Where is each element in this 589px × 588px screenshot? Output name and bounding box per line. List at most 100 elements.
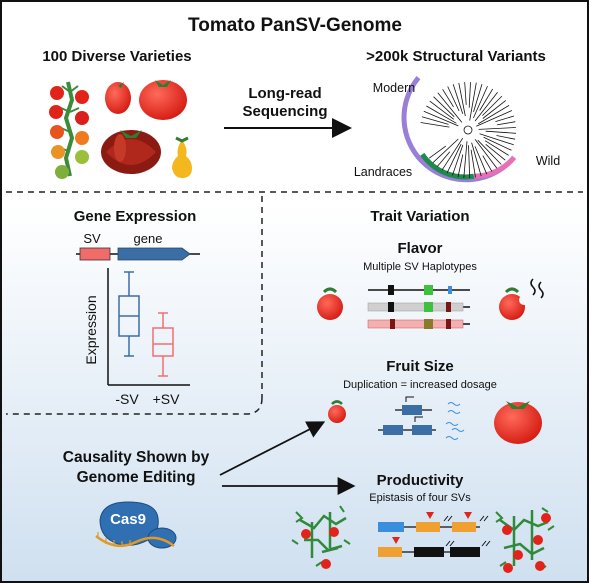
figure-title: Tomato PanSV-Genome xyxy=(188,15,402,36)
tree-root xyxy=(463,125,473,135)
tree-branch xyxy=(495,115,515,122)
flavor-tomato-right-icon xyxy=(499,278,544,320)
tree-branch xyxy=(452,144,464,176)
gene-arrow-block xyxy=(117,247,191,261)
tomato-varieties-illustration xyxy=(49,80,192,179)
tree-branch xyxy=(478,127,516,130)
tree-branch xyxy=(429,100,455,120)
box-plus-sv xyxy=(152,312,174,377)
tree-branch xyxy=(457,154,464,178)
arrow-to-fruit-size xyxy=(219,421,326,476)
gene-model xyxy=(76,247,200,261)
tree-branch xyxy=(485,143,506,161)
tree-branch xyxy=(482,155,493,172)
productivity-heading: Productivity xyxy=(377,472,464,489)
tree-branch xyxy=(432,138,459,163)
tree-branch xyxy=(477,139,502,165)
sv-label: SV xyxy=(83,231,101,246)
gene-expression-heading: Gene Expression xyxy=(74,208,197,225)
arrow-label-line2: Sequencing xyxy=(242,103,327,120)
tree-arc-landraces xyxy=(420,152,475,180)
tree-branch xyxy=(470,149,476,178)
tree-branch xyxy=(428,145,447,159)
tree-branch xyxy=(479,88,494,111)
x-category-plus-sv: +SV xyxy=(153,391,181,407)
causality-line2: Genome Editing xyxy=(77,469,196,486)
flavor-tomato-left-icon xyxy=(317,287,343,320)
beefsteak-tomato-icon xyxy=(101,130,161,174)
plant-right-icon xyxy=(495,507,555,573)
tree-branch xyxy=(468,145,471,179)
tree-branch xyxy=(468,82,471,108)
tree-branch xyxy=(474,91,498,122)
tree-branch xyxy=(433,96,455,117)
tree-branch xyxy=(442,89,454,108)
tree-branch xyxy=(452,84,464,114)
flavor-heading: Flavor xyxy=(397,240,442,257)
tree-branch xyxy=(441,137,464,171)
tree-branch xyxy=(437,92,463,123)
cas9-label: Cas9 xyxy=(110,511,146,528)
cas9-icon xyxy=(95,501,177,549)
tree-branch xyxy=(477,104,510,125)
yellow-pear-tomato-icon xyxy=(172,136,192,178)
tree-branch xyxy=(485,130,516,134)
fruit-size-heading: Fruit Size xyxy=(386,358,454,375)
tree-label-wild: Wild xyxy=(536,154,560,168)
fruit-size-subtitle: Duplication = increased dosage xyxy=(343,379,497,391)
tree-branch xyxy=(479,133,514,146)
tree-branch xyxy=(464,82,467,105)
causality-line1: Causality Shown by xyxy=(63,449,210,466)
tree-branch xyxy=(421,116,449,125)
tree-label-modern: Modern xyxy=(373,81,415,95)
tree-branch xyxy=(447,86,460,112)
tree-branch xyxy=(469,82,477,121)
tree-branch xyxy=(423,110,459,127)
plant-left-icon xyxy=(291,505,351,569)
sv-heading: >200k Structural Variants xyxy=(366,48,546,65)
tree-branches xyxy=(420,82,516,179)
varieties-heading: 100 Diverse Varieties xyxy=(42,48,191,65)
tree-branch xyxy=(484,140,509,156)
tree-branch xyxy=(436,151,451,168)
tree-branch xyxy=(482,95,503,116)
small-tomato-icon xyxy=(328,400,346,423)
flavor-subtitle: Multiple SV Haplotypes xyxy=(363,261,477,273)
aroma-lines-icon xyxy=(530,278,544,299)
tree-branch xyxy=(458,82,466,117)
x-category-minus-sv: -SV xyxy=(115,391,139,407)
tree-branch xyxy=(420,122,450,128)
guide-rna-icon xyxy=(95,535,175,548)
tree-branch xyxy=(471,142,482,177)
expression-axis-label: Expression xyxy=(83,295,99,364)
tree-branch xyxy=(474,146,488,175)
gene-label: gene xyxy=(134,231,163,246)
box-minus-sv xyxy=(118,271,140,357)
trait-variation-heading: Trait Variation xyxy=(370,208,469,225)
expression-boxplot xyxy=(107,268,190,386)
cherry-tomato-cluster-icon xyxy=(49,86,89,179)
tree-arc-wild xyxy=(473,155,517,179)
tree-branch xyxy=(473,83,483,113)
tree-branch xyxy=(482,100,507,119)
fruit-size-duplication-diagram xyxy=(378,396,465,440)
sv-block xyxy=(79,247,111,261)
tree-branch xyxy=(474,139,498,169)
tree-branch xyxy=(426,105,457,124)
tree-branch xyxy=(446,143,462,174)
flavor-haplotypes xyxy=(367,285,470,329)
transcript-squiggles xyxy=(445,402,465,440)
plum-tomato-icon xyxy=(105,82,131,114)
tree-branch xyxy=(496,121,516,126)
productivity-subtitle: Epistasis of four SVs xyxy=(369,492,471,504)
epistasis-diagram xyxy=(378,512,491,557)
tree-branch xyxy=(463,141,468,178)
tree-branch xyxy=(473,85,488,119)
tree-branch xyxy=(476,110,513,127)
tree-branch xyxy=(483,136,512,151)
phylogenetic-tree-illustration xyxy=(401,76,517,183)
divider-left-bottom xyxy=(6,397,263,415)
round-tomato-icon xyxy=(139,80,187,120)
